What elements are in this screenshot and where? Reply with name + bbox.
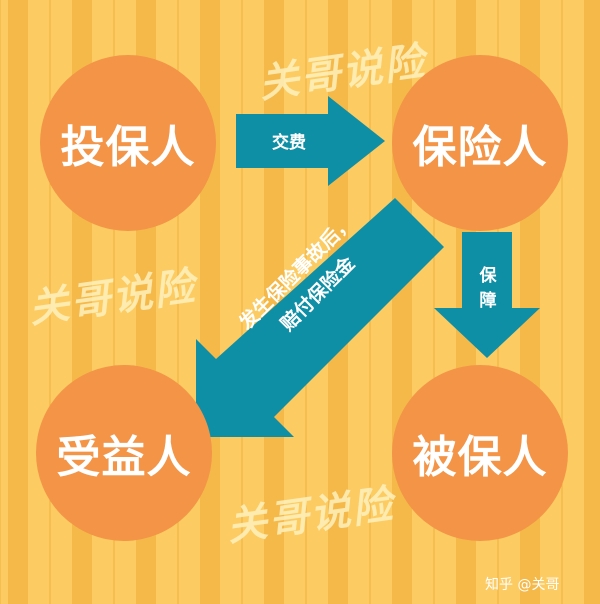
- node-beneficiary-label: 受益人: [56, 432, 192, 483]
- node-insurer: 保险人: [392, 55, 568, 231]
- premium-arrow: [236, 96, 385, 186]
- node-insured: 被保人: [392, 365, 568, 541]
- protection-label: 保障: [479, 266, 497, 311]
- node-policyholder-label: 投保人: [60, 122, 196, 173]
- source-credit: 知乎 @关哥: [485, 577, 560, 593]
- claim-arrow: [196, 198, 444, 437]
- protection-arrow: [434, 232, 540, 358]
- node-insured-label: 被保人: [412, 432, 548, 483]
- node-policyholder: 投保人: [40, 55, 216, 231]
- node-insurer-label: 保险人: [412, 122, 548, 173]
- premium-label: 交费: [272, 133, 306, 153]
- node-beneficiary: 受益人: [36, 365, 212, 541]
